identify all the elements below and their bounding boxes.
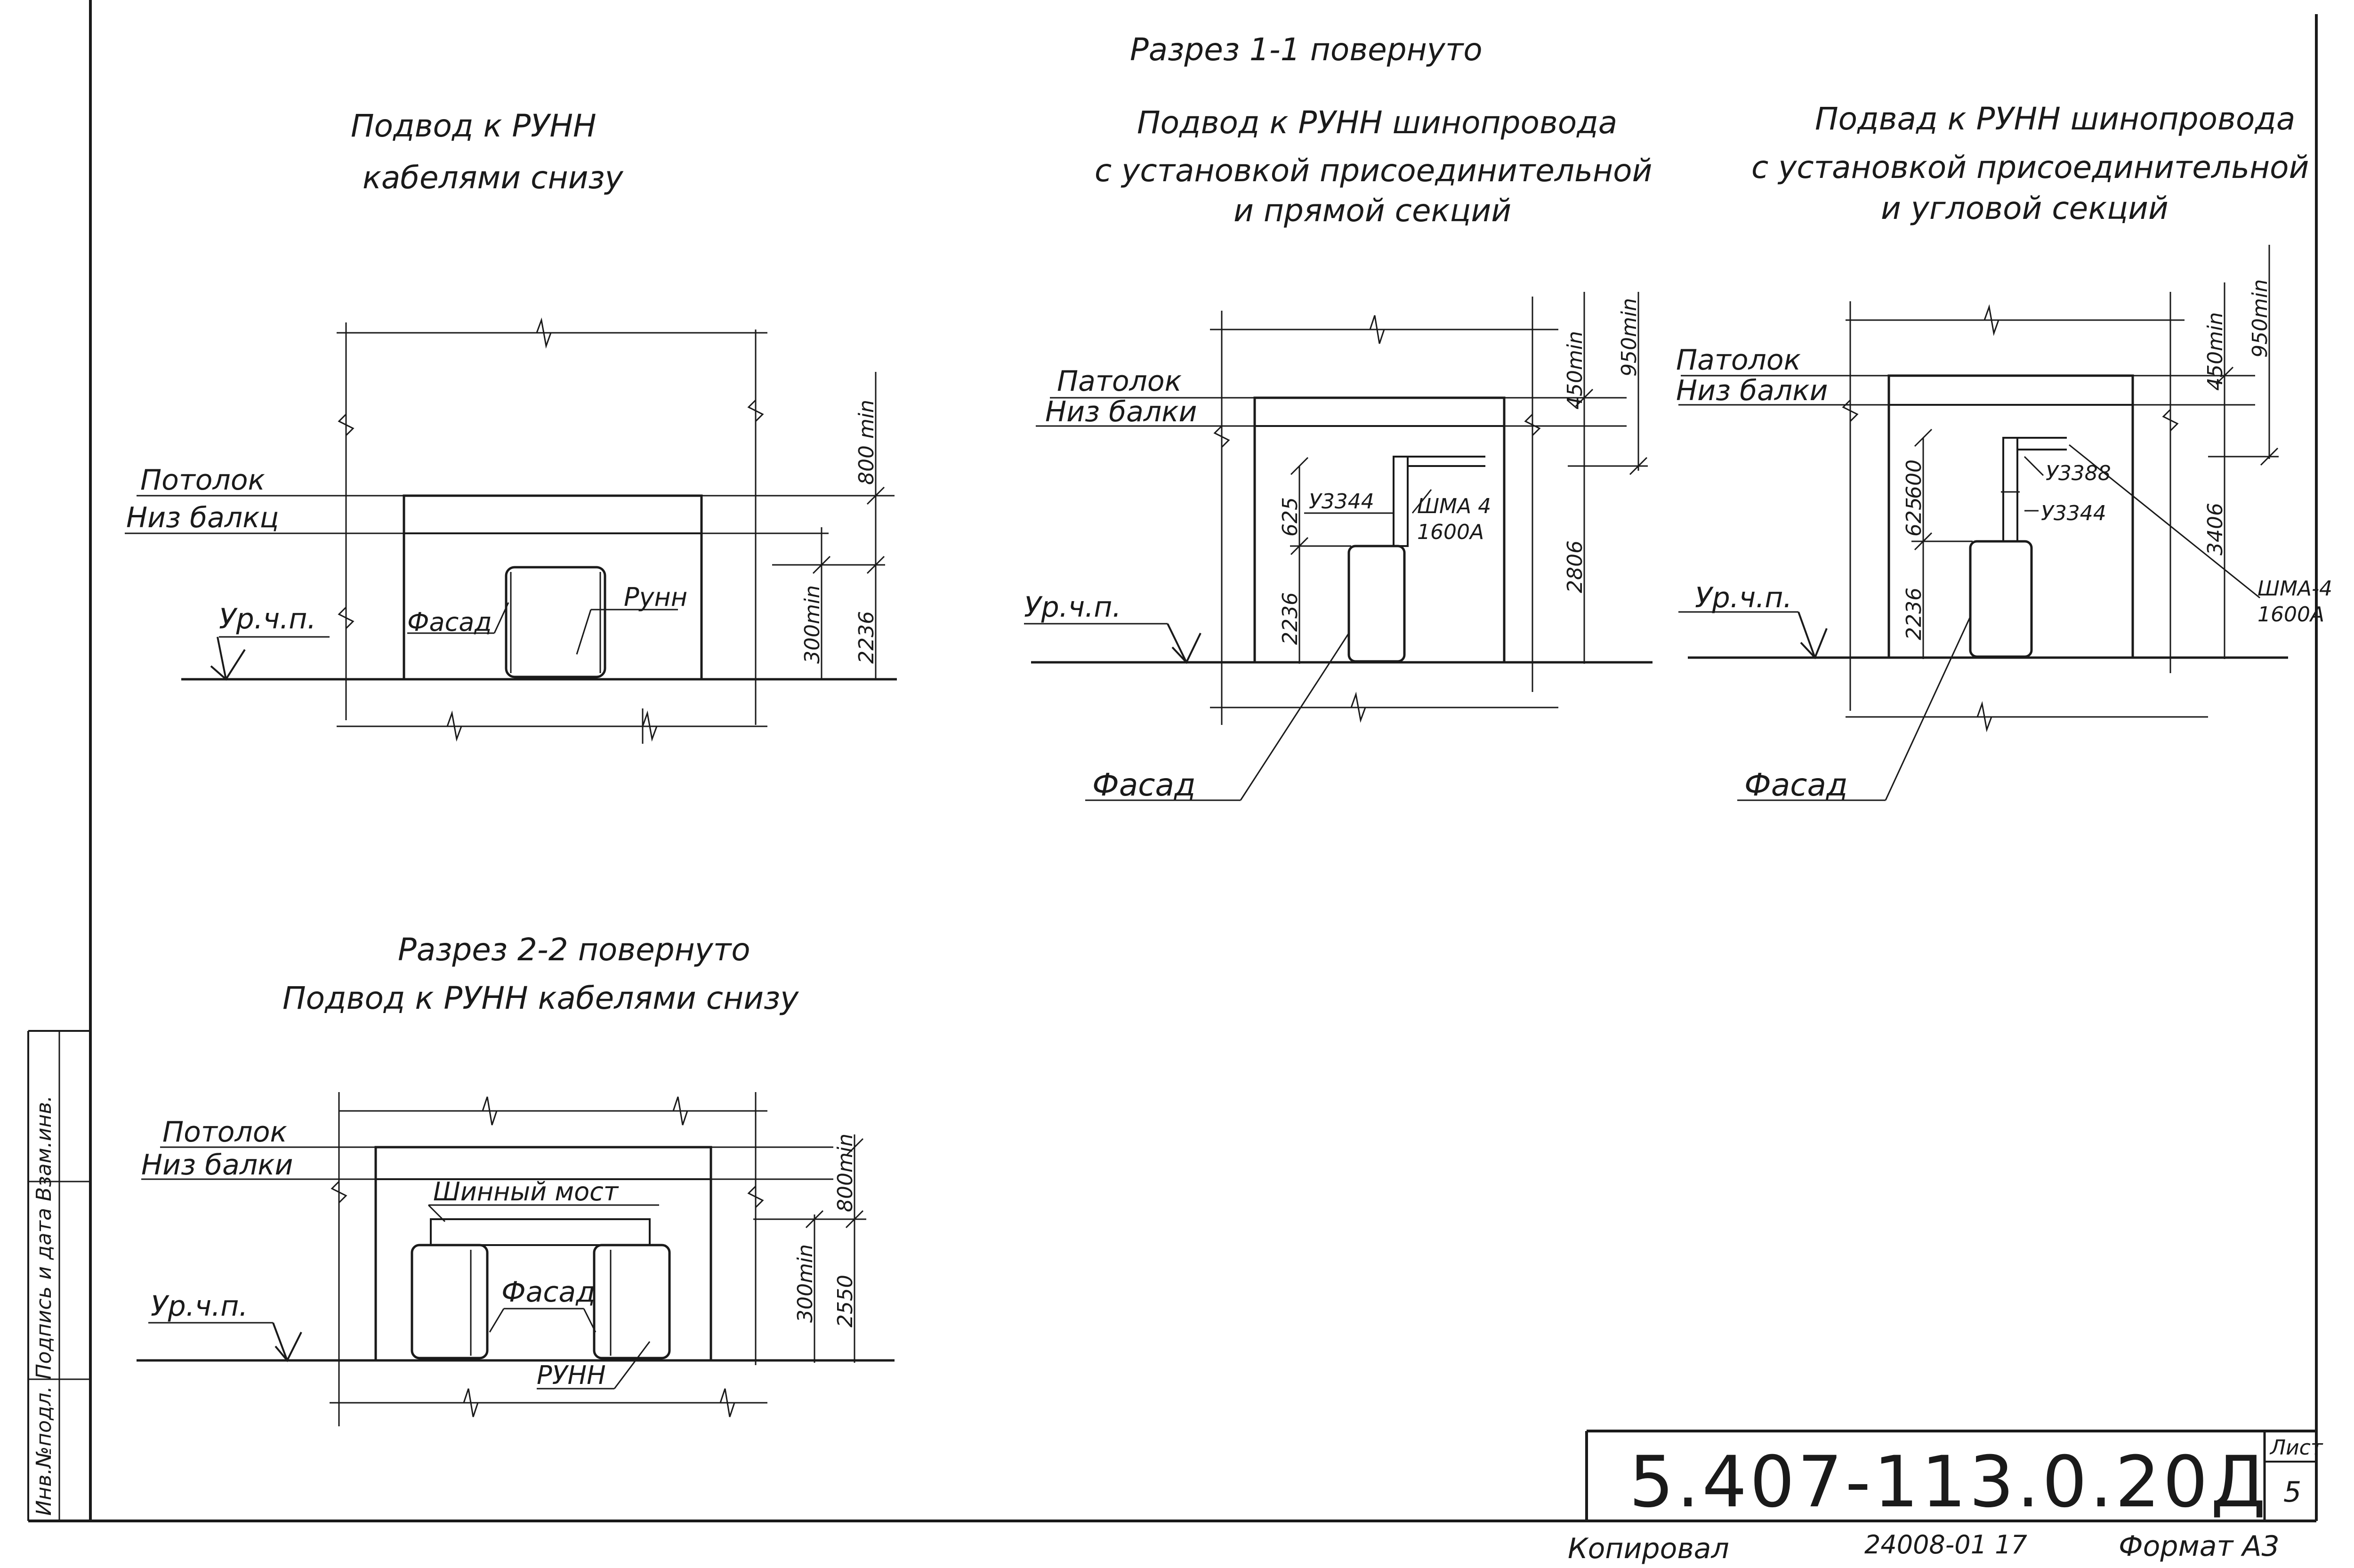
section-2-2-ceiling-label: Потолок: [162, 1116, 287, 1149]
view-a-headings: Подвод к РУНН кабелями снизу: [351, 108, 624, 196]
view-a-dim-300: 300min: [800, 585, 824, 664]
view-c-drawing: [1678, 245, 2288, 801]
order-number: 24008-01 17: [1864, 1530, 2027, 1560]
view-c-busbar-label-2: 1600А: [2257, 603, 2324, 627]
view-a-beam-label: Низ балкц: [126, 501, 279, 534]
section-2-2-title: Разрез 2-2 повернуто: [398, 932, 750, 968]
view-b-busbar-label-2: 1600А: [1417, 520, 1484, 544]
section-2-2-subtitle: Подвод к РУНН кабелями снизу: [282, 980, 799, 1016]
view-c-headings: Подвад к РУНН шинопровода с установкой п…: [1751, 101, 2309, 226]
section-2-2-dim-300: 300min: [793, 1244, 817, 1323]
side-stamp: Инв.№подл. Подпись и дата Взам.инв.: [32, 1095, 56, 1516]
section-2-2-beam-label: Низ балки: [141, 1149, 293, 1182]
sheet-label: Лист: [2269, 1436, 2323, 1460]
view-c-heading-2: с установкой присоединительной: [1751, 149, 2309, 185]
view-a-floor-label: Ур.ч.п.: [219, 603, 316, 635]
view-b-beam-label: Низ балки: [1045, 395, 1197, 428]
view-a-ceiling-label: Потолок: [140, 464, 265, 497]
section-2-2-dim-2550: 2550: [833, 1275, 857, 1327]
view-a-device-label: Рунн: [624, 582, 687, 612]
view-c-facade-label: Фасад: [1744, 767, 1848, 803]
view-a-dim-2236: 2236: [855, 611, 879, 664]
view-c-heading-1: Подвад к РУНН шинопровода: [1815, 101, 2295, 137]
view-b-dim-2236: 2236: [1278, 592, 1302, 645]
view-b-dim-625: 625: [1278, 497, 1302, 537]
sheet-frame: [27, 0, 2318, 1522]
view-c-ceiling-label: Патолок: [1676, 344, 1801, 377]
view-a-facade-label: Фасад: [407, 607, 492, 637]
view-a-drawing: [125, 317, 897, 744]
view-a-heading-1: Подвод к РУНН: [351, 108, 597, 144]
view-c-part-2-label: У3344: [2041, 501, 2106, 525]
view-b-heading-2: с установкой присоединительной: [1095, 153, 1652, 189]
view-b-facade-label: Фасад: [1092, 767, 1196, 803]
section-2-2-drawing: [137, 1092, 895, 1426]
view-a-dim-800: 800 min: [855, 400, 879, 485]
view-c-labels: Патолок Низ балки Ур.ч.п. Фасад У3388 У3…: [1676, 279, 2332, 803]
section-2-2-labels: Потолок Низ балки Ур.ч.п. Шинный мост Фа…: [141, 1116, 857, 1390]
view-c-heading-3: и угловой секций: [1881, 190, 2169, 226]
view-b-dim-2806: 2806: [1563, 540, 1587, 593]
document-code: 5.407-113.0.20Д: [1629, 1441, 2269, 1523]
view-b-heading-3: и прямой секций: [1233, 193, 1511, 229]
view-b-heading-1: Подвод к РУНН шинопровода: [1137, 105, 1617, 141]
section-2-2-dim-800: 800min: [833, 1134, 857, 1212]
sheet-number: 5: [2283, 1476, 2301, 1509]
view-b-part-label: У3344: [1309, 490, 1374, 514]
section-2-2-bridge-label: Шинный мост: [433, 1177, 619, 1206]
view-b-dim-450: 450min: [1563, 331, 1587, 410]
view-c-beam-label: Низ балки: [1676, 374, 1828, 407]
view-b-dim-950: 950min: [1617, 298, 1641, 377]
section-1-1-title: Разрез 1-1 повернуто: [1130, 32, 1483, 68]
format-label: Формат А3: [2119, 1530, 2280, 1563]
section-2-2-facade-label: Фасад: [501, 1276, 596, 1309]
view-c-busbar-label-1: ШМА-4: [2257, 577, 2332, 601]
view-c-dim-600: 600: [1902, 459, 1926, 499]
view-c-dim-625: 625: [1902, 497, 1926, 537]
view-b-floor-label: Ур.ч.п.: [1024, 591, 1121, 624]
section-2-2-floor-label: Ур.ч.п.: [151, 1290, 248, 1323]
view-a-labels: Потолок Низ балкц Ур.ч.п. Фасад Рунн 800…: [126, 400, 879, 664]
view-b-drawing: [1024, 292, 1653, 801]
view-b-headings: Подвод к РУНН шинопровода с установкой п…: [1095, 105, 1652, 229]
title-block: [1585, 1430, 2316, 1521]
view-c-dim-950: 950min: [2248, 279, 2272, 358]
view-b-labels: Патолок Низ балки Ур.ч.п. Фасад У3344 ШМ…: [1024, 298, 1641, 803]
view-c-part-1-label: У3388: [2046, 461, 2111, 485]
view-b-ceiling-label: Патолок: [1057, 365, 1182, 398]
view-c-dim-3406: 3406: [2203, 503, 2227, 555]
view-c-dim-450: 450min: [2203, 312, 2227, 391]
view-c-dim-2236: 2236: [1902, 587, 1926, 640]
view-a-heading-2: кабелями снизу: [363, 160, 624, 196]
copied-label: Копировал: [1568, 1532, 1729, 1565]
section-2-2-device-label: РУНН: [537, 1360, 606, 1390]
view-c-floor-label: Ур.ч.п.: [1695, 581, 1792, 614]
view-b-busbar-label-1: ШМА 4: [1417, 494, 1491, 518]
